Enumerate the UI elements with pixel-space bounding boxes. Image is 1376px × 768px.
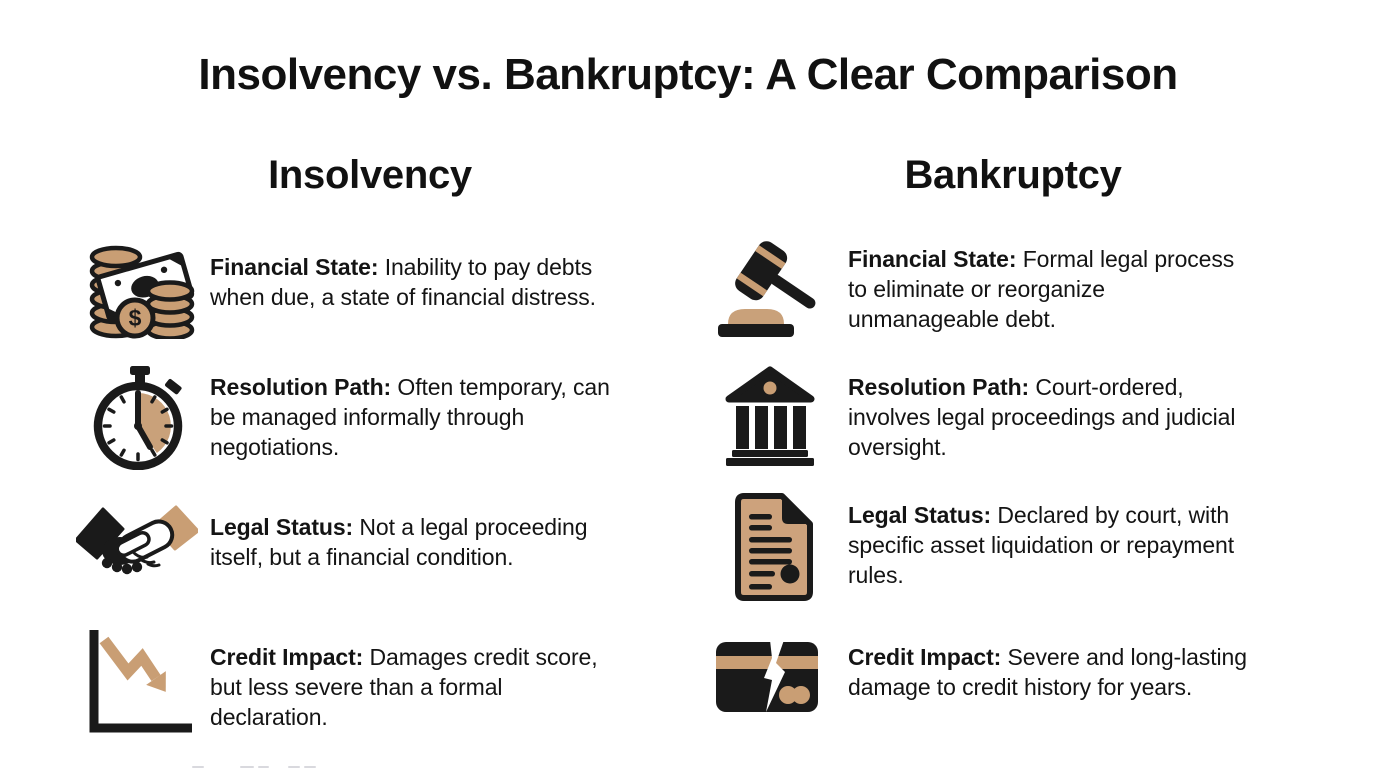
declining-chart-icon bbox=[89, 630, 192, 733]
icon-cell bbox=[86, 366, 210, 475]
row-insolvency-financial-state: $ Financial State: Inability to pay debt… bbox=[84, 243, 680, 344]
money-cash-icon: $ bbox=[89, 245, 195, 341]
row-text: Credit Impact: Damages credit score, but… bbox=[210, 642, 680, 732]
infographic-title: Insolvency vs. Bankruptcy: A Clear Compa… bbox=[198, 50, 1178, 99]
column-header-insolvency: Insolvency bbox=[268, 153, 472, 197]
row-label: Credit Impact: bbox=[848, 644, 1002, 670]
row-description: Not a legal proceeding itself, but a fin… bbox=[210, 514, 588, 570]
row-label: Resolution Path: bbox=[210, 374, 392, 400]
row-label: Credit Impact: bbox=[210, 644, 364, 670]
icon-cell bbox=[74, 500, 210, 595]
icon-cell bbox=[714, 638, 848, 721]
row-text: Legal Status: Declared by court, with sp… bbox=[848, 500, 1318, 590]
courthouse-icon bbox=[725, 366, 815, 466]
icon-cell: $ bbox=[84, 243, 210, 344]
row-description: Formal legal process to eliminate or reo… bbox=[848, 246, 1235, 332]
row-description: Damages credit score, but less severe th… bbox=[210, 644, 598, 730]
row-description: Inability to pay debts when due, a state… bbox=[210, 254, 596, 310]
row-description: Severe and long-lasting damage to credit… bbox=[848, 644, 1247, 700]
row-text: Legal Status: Not a legal proceeding its… bbox=[210, 512, 680, 572]
row-text: Financial State: Formal legal process to… bbox=[848, 244, 1318, 334]
row-label: Financial State: bbox=[210, 254, 379, 280]
row-bankruptcy-credit-impact: Credit Impact: Severe and long-lasting d… bbox=[714, 638, 1318, 721]
icon-cell bbox=[720, 366, 848, 471]
row-bankruptcy-legal-status: Legal Status: Declared by court, with sp… bbox=[722, 492, 1318, 607]
row-description: Often temporary, can be managed informal… bbox=[210, 374, 610, 460]
icon-cell bbox=[722, 492, 848, 607]
row-label: Legal Status: bbox=[848, 502, 992, 528]
row-bankruptcy-resolution-path: Resolution Path: Court-ordered, involves… bbox=[720, 366, 1318, 471]
row-bankruptcy-financial-state: Financial State: Formal legal process to… bbox=[714, 240, 1318, 345]
column-header-bankruptcy: Bankruptcy bbox=[904, 153, 1122, 197]
row-insolvency-resolution-path: Resolution Path: Often temporary, can be… bbox=[86, 366, 680, 475]
row-label: Resolution Path: bbox=[848, 374, 1030, 400]
handshake-icon bbox=[74, 505, 200, 575]
svg-text:$: $ bbox=[129, 305, 142, 331]
stopwatch-icon bbox=[93, 366, 183, 471]
row-text: Financial State: Inability to pay debts … bbox=[210, 252, 680, 312]
row-text: Resolution Path: Court-ordered, involves… bbox=[848, 372, 1318, 462]
row-insolvency-legal-status: Legal Status: Not a legal proceeding its… bbox=[74, 500, 680, 595]
gavel-icon bbox=[718, 241, 816, 337]
row-label: Financial State: bbox=[848, 246, 1017, 272]
icon-cell bbox=[84, 628, 210, 741]
row-description: Declared by court, with specific asset l… bbox=[848, 502, 1235, 588]
icon-cell bbox=[714, 240, 848, 345]
row-description: Court-ordered, involves legal proceeding… bbox=[848, 374, 1236, 460]
court-document-icon bbox=[735, 493, 813, 601]
row-text: Credit Impact: Severe and long-lasting d… bbox=[848, 642, 1318, 702]
row-text: Resolution Path: Often temporary, can be… bbox=[210, 372, 680, 462]
row-insolvency-credit-impact: Credit Impact: Damages credit score, but… bbox=[84, 628, 680, 741]
row-label: Legal Status: bbox=[210, 514, 354, 540]
broken-credit-card-icon bbox=[716, 640, 818, 712]
